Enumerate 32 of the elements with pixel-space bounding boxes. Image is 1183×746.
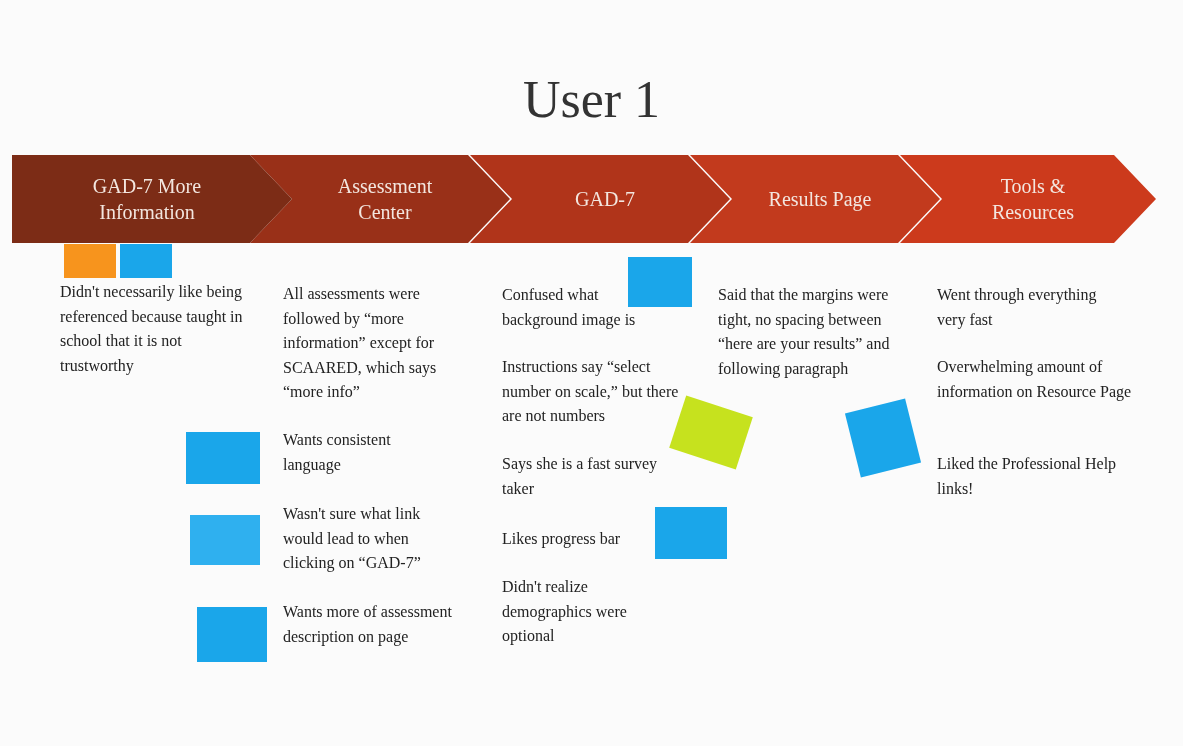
stage-title: Results Page xyxy=(767,187,873,213)
note-text: Liked the Professional Help links! xyxy=(937,454,1118,499)
chevron-step xyxy=(900,155,1156,243)
chevron-step xyxy=(250,155,510,243)
sticky-note xyxy=(64,244,116,278)
note-text: Likes progress bar xyxy=(502,529,622,550)
sticky-note xyxy=(120,244,172,278)
note-text: Wasn't sure what link would lead to when clicking on “GAD-7” xyxy=(283,504,422,574)
note-text: Overwhelming amount of information on Resource Page xyxy=(937,357,1133,403)
note-text: Wants more of assessment description on page xyxy=(283,602,453,648)
sticky-note xyxy=(186,432,260,484)
note-text: Didn't necessarily like being referenced because taught in school that it is not trustworthy xyxy=(60,282,244,377)
note-text: Said that the margins were tight, no spacing between “here are your results” and following paragraph xyxy=(718,285,891,380)
sticky-note xyxy=(628,257,692,307)
page-title: User 1 xyxy=(521,70,662,129)
sticky-note xyxy=(655,507,727,559)
note-text: Instructions say “select number on scale,” but there are not numbers xyxy=(502,357,680,426)
stage-title: GAD-7 xyxy=(574,187,636,212)
chevron-step xyxy=(690,155,940,243)
sticky-note xyxy=(197,607,267,662)
note-text: Wants consistent language xyxy=(283,430,392,476)
note-text: All assessments were followed by “more information” except for SCAARED, which says “more info” xyxy=(283,284,438,402)
note-text: Went through everything very fast xyxy=(937,285,1098,331)
note-text: Says she is a fast survey taker xyxy=(502,454,659,499)
stage-title: Assessment Center xyxy=(336,174,434,225)
stage-title: GAD-7 More Information xyxy=(91,174,203,225)
stage-title: Tools & Resources xyxy=(990,174,1076,225)
chevron-step xyxy=(470,155,730,243)
note-text: Didn't realize demographics were optional xyxy=(502,577,628,647)
sticky-note xyxy=(190,515,260,565)
note-text: Confused what background image is xyxy=(502,285,637,331)
chevron-step xyxy=(12,155,292,243)
